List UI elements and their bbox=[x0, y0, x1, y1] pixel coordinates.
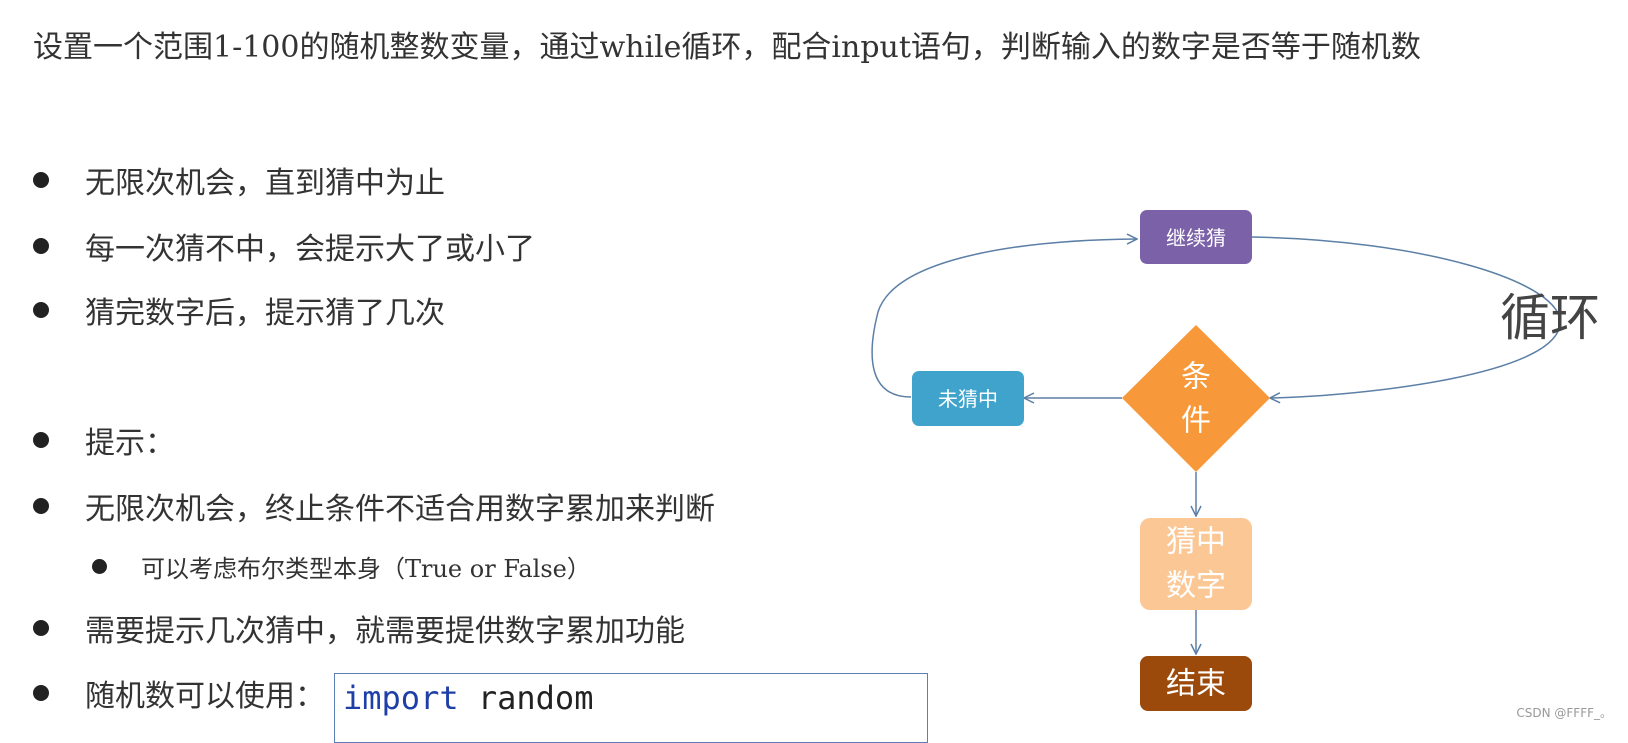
guessed-number-label-line2: 数字 bbox=[1166, 569, 1226, 604]
bullet-text: 随机数可以使用： bbox=[85, 679, 325, 714]
loop-arrow-to-condition bbox=[1251, 236, 1561, 398]
end-box bbox=[1140, 656, 1252, 711]
bullet-item: 猜完数字后，提示猜了几次 bbox=[33, 290, 445, 331]
not-guessed-label: 未猜中 bbox=[938, 387, 998, 411]
not-guessed-box bbox=[912, 371, 1024, 426]
bullet-item: 需要提示几次猜中，就需要提供数字累加功能 bbox=[33, 608, 685, 649]
bullet-item: 无限次机会，直到猜中为止 bbox=[33, 160, 445, 201]
continue-guess-box bbox=[1140, 210, 1252, 264]
bullet-dot-icon bbox=[33, 685, 49, 701]
bullet-text: 无限次机会，直到猜中为止 bbox=[85, 166, 445, 201]
bullet-item: 提示： bbox=[33, 420, 175, 461]
sub-bullet-text: 可以考虑布尔类型本身（True or False） bbox=[141, 554, 591, 583]
bullet-dot-icon bbox=[33, 432, 49, 448]
end-label: 结束 bbox=[1166, 667, 1226, 702]
condition-label-line1: 条 bbox=[1181, 360, 1211, 395]
bullet-item: 每一次猜不中，会提示大了或小了 bbox=[33, 226, 535, 267]
bullet-dot-icon bbox=[33, 238, 49, 254]
guessed-number-box bbox=[1140, 518, 1252, 610]
bullet-text: 提示： bbox=[85, 426, 175, 461]
flowchart-diagram: 继续猜 条 件 未猜中 猜中 数字 结束 循环 bbox=[871, 210, 1600, 711]
bullet-dot-icon bbox=[92, 558, 107, 574]
continue-guess-label: 继续猜 bbox=[1166, 226, 1226, 250]
code-keyword: import bbox=[343, 679, 459, 717]
watermark-text: CSDN @FFFF_。 bbox=[1516, 706, 1612, 720]
sub-bullet-item: 可以考虑布尔类型本身（True or False） bbox=[92, 549, 591, 583]
bullet-dot-icon bbox=[33, 172, 49, 188]
bullet-dot-icon bbox=[33, 302, 49, 318]
bullet-text: 需要提示几次猜中，就需要提供数字累加功能 bbox=[85, 614, 685, 649]
bullet-text: 无限次机会，终止条件不适合用数字累加来判断 bbox=[85, 492, 715, 527]
condition-label-line2: 件 bbox=[1181, 404, 1211, 439]
guessed-number-label-line1: 猜中 bbox=[1166, 525, 1226, 560]
bullet-item: 随机数可以使用： bbox=[33, 673, 325, 714]
bullet-text: 猜完数字后，提示猜了几次 bbox=[85, 296, 445, 331]
loop-arrow-to-continue bbox=[871, 239, 1137, 398]
headline-text: 设置一个范围1-100的随机整数变量，通过while循环，配合input语句，判… bbox=[33, 30, 1421, 65]
condition-diamond bbox=[1122, 325, 1270, 472]
code-module: random bbox=[477, 679, 594, 717]
bullet-dot-icon bbox=[33, 498, 49, 514]
bullet-item: 无限次机会，终止条件不适合用数字累加来判断 bbox=[33, 486, 715, 527]
loop-label: 循环 bbox=[1500, 289, 1600, 347]
bullet-dot-icon bbox=[33, 620, 49, 636]
bullet-text: 每一次猜不中，会提示大了或小了 bbox=[85, 232, 535, 267]
